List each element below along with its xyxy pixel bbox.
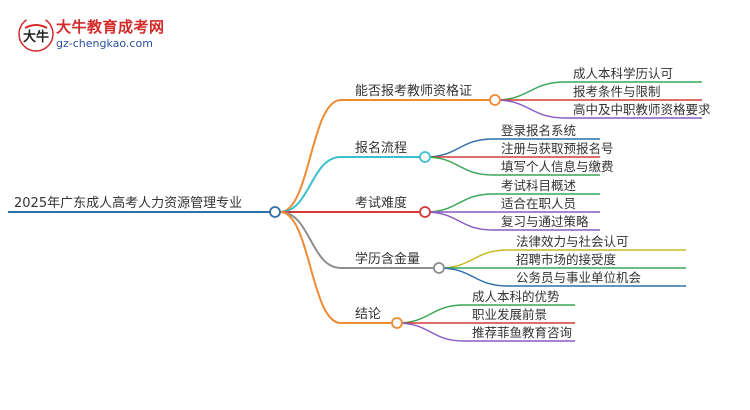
- branch-label[interactable]: 能否报考教师资格证: [355, 83, 472, 99]
- brand-logo[interactable]: 大牛 大牛教育成考网 gz-chengkao.com: [16, 14, 166, 54]
- leaf-connector: [494, 99, 566, 119]
- branch-node-circle[interactable]: [433, 262, 445, 274]
- leaf-connector: [396, 322, 465, 342]
- leaf-label[interactable]: 适合在职人员: [501, 196, 576, 211]
- leaf-label[interactable]: 登录报名系统: [501, 123, 576, 138]
- branch-label[interactable]: 考试难度: [355, 195, 407, 211]
- leaf-connector: [494, 81, 566, 101]
- branch-node-circle[interactable]: [419, 151, 431, 163]
- root-node-circle[interactable]: [269, 206, 281, 218]
- leaf-connector: [424, 193, 494, 213]
- bull-logo-icon: 大牛: [18, 16, 54, 52]
- brand-name: 大牛教育成考网: [56, 18, 165, 36]
- branch-node-circle[interactable]: [489, 94, 501, 106]
- leaf-connector: [424, 138, 494, 158]
- logo-mark-text: 大牛: [23, 29, 49, 45]
- branch-connector: [279, 211, 342, 324]
- leaf-label[interactable]: 招聘市场的接受度: [516, 252, 617, 267]
- leaf-label[interactable]: 报考条件与限制: [573, 84, 661, 99]
- leaf-connector: [424, 156, 494, 176]
- branch-label[interactable]: 学历含金量: [355, 251, 420, 267]
- brand-domain: gz-chengkao.com: [56, 37, 153, 50]
- leaf-connector: [396, 304, 465, 324]
- leaf-label[interactable]: 复习与通过策略: [501, 214, 589, 229]
- leaf-label[interactable]: 填写个人信息与缴费: [501, 159, 614, 174]
- leaf-label[interactable]: 成人本科的优势: [472, 289, 560, 304]
- branch-connector: [279, 99, 342, 213]
- leaf-label[interactable]: 成人本科学历认可: [573, 66, 673, 81]
- leaf-connector: [438, 267, 509, 287]
- leaf-label[interactable]: 法律效力与社会认可: [516, 234, 629, 249]
- leaf-label[interactable]: 注册与获取预报名号: [501, 141, 614, 156]
- branch-label[interactable]: 报名流程: [355, 140, 407, 156]
- leaf-label[interactable]: 职业发展前景: [472, 307, 547, 322]
- leaf-connector: [438, 249, 509, 269]
- leaf-label[interactable]: 高中及中职教师资格要求: [573, 102, 711, 117]
- branch-connector: [279, 211, 342, 269]
- leaf-label[interactable]: 公务员与事业单位机会: [516, 270, 642, 285]
- leaf-connector: [424, 211, 494, 231]
- leaf-label[interactable]: 考试科目概述: [501, 178, 577, 193]
- branch-node-circle[interactable]: [419, 206, 431, 218]
- branch-label[interactable]: 结论: [355, 307, 381, 322]
- branch-connector: [279, 156, 342, 213]
- root-topic-label[interactable]: 2025年广东成人高考人力资源管理专业: [14, 195, 242, 211]
- leaf-label[interactable]: 推荐菲鱼教育咨询: [472, 325, 572, 340]
- branch-node-circle[interactable]: [391, 317, 403, 329]
